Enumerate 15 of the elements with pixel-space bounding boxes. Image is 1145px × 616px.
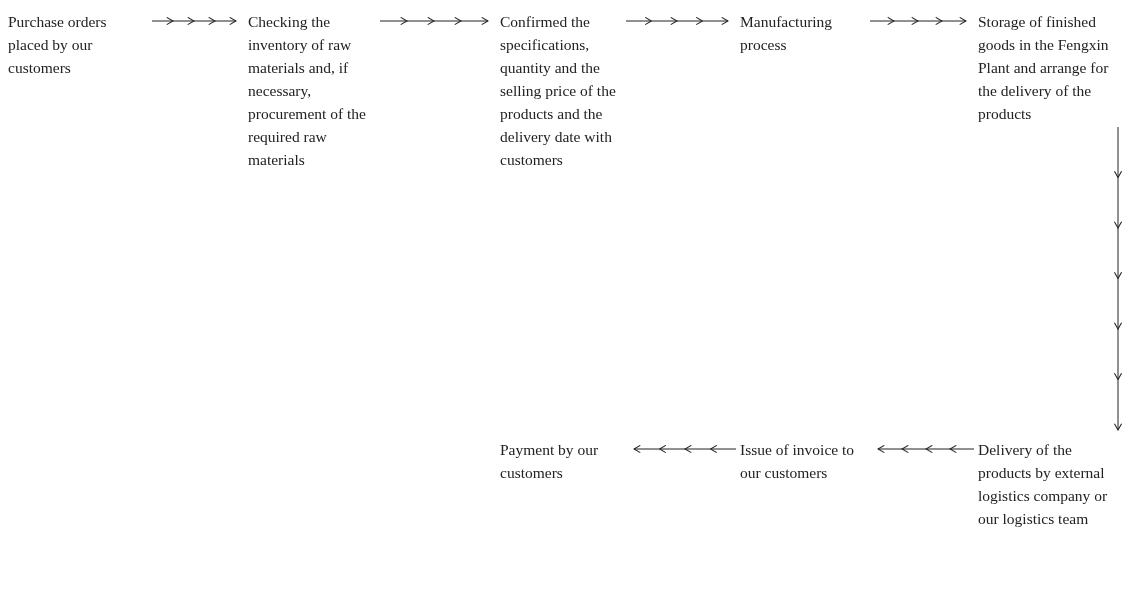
step-text: Confirmed the specifications, quantity and the selling price of the products and the delivery date with customers xyxy=(500,12,617,170)
step-text: Manufacturing process xyxy=(740,12,834,55)
step-text: Delivery of the products by external logistics company or our logistics team xyxy=(978,440,1109,529)
step-text: Checking the inventory of raw materials and, if necessary, procurement of the required raw materials xyxy=(248,12,367,170)
arrow xyxy=(869,17,967,25)
arrow xyxy=(633,445,737,453)
arrow xyxy=(625,17,729,25)
arrow xyxy=(151,17,237,25)
step-text: Payment by our customers xyxy=(500,440,600,483)
arrow xyxy=(379,17,489,25)
step-text: Issue of invoice to our customers xyxy=(740,440,856,483)
arrow xyxy=(877,445,975,453)
arrow xyxy=(1114,126,1122,431)
step-text: Storage of finished goods in the Fengxin Plant and arrange for the delivery of the products xyxy=(978,12,1110,124)
step-text: Purchase orders placed by our customers xyxy=(8,12,108,78)
